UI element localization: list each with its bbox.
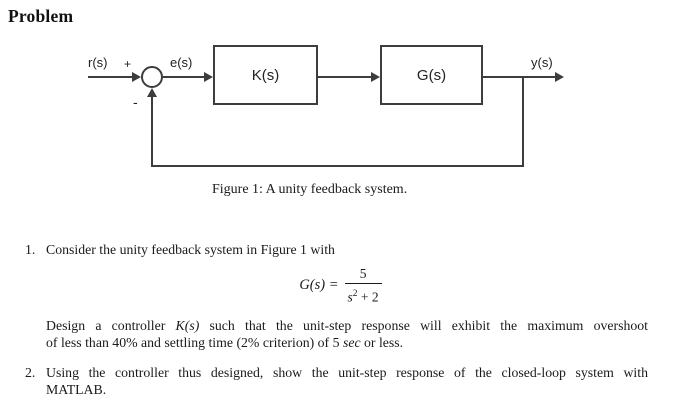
minus-sign-label: - (133, 94, 138, 110)
equation-denominator: s2 + 2 (345, 286, 382, 306)
equation-fraction: 5 s2 + 2 (344, 266, 382, 306)
fraction-bar (344, 283, 382, 284)
input-arrowhead-icon (132, 72, 141, 82)
item1-number: 1. (25, 242, 36, 257)
plant-block-label: G(s) (416, 66, 447, 84)
controller-to-plant-arrowhead-icon (371, 72, 380, 82)
equation-g-of-s: G(s) = 5 s2 + 2 (0, 266, 681, 306)
denominator-variable: s (347, 289, 353, 305)
denominator-tail: + 2 (357, 289, 379, 305)
figure-caption: Figure 1: A unity feedback system. (212, 182, 408, 197)
design-line2-seg1: of less than 40% and settling time (2% c… (46, 335, 343, 350)
equation-lhs: G(s) = (299, 277, 339, 294)
sum-to-controller-arrowhead-icon (204, 72, 213, 82)
controller-to-plant-line (318, 76, 372, 78)
feedback-return-line (151, 96, 153, 166)
item2-line2: MATLAB. (46, 382, 107, 397)
error-signal-label: e(s) (170, 55, 193, 70)
sum-to-controller-line (163, 76, 205, 78)
output-arrowhead-icon (555, 72, 564, 82)
feedback-arrowhead-icon (147, 88, 157, 97)
design-sec-italic: sec (342, 335, 361, 350)
summing-junction (141, 66, 163, 88)
design-seg1: Design a controller (46, 318, 176, 333)
design-seg3: such that the unit-step response will ex… (199, 318, 648, 333)
design-line2-seg3: or less. (360, 335, 404, 350)
design-paragraph-line1: Design a controller K(s) such that the u… (46, 317, 648, 334)
plant-output-line (483, 76, 556, 78)
plus-sign-label: + (124, 57, 132, 71)
controller-block: K(s) (213, 45, 318, 105)
denominator-exponent: 2 (352, 289, 358, 299)
plant-block: G(s) (380, 45, 483, 105)
design-paragraph-line2: of less than 40% and settling time (2% c… (46, 334, 403, 351)
feedback-bottom-line (151, 165, 524, 167)
input-signal-label: r(s) (88, 55, 108, 70)
item2-line1: Using the controller thus designed, show… (46, 365, 648, 380)
input-arrow-line (88, 76, 134, 78)
item1-text: Consider the unity feedback system in Fi… (46, 242, 335, 257)
equation-numerator: 5 (359, 266, 367, 281)
output-signal-label: y(s) (531, 55, 553, 70)
item2-number: 2. (25, 365, 36, 380)
design-controller-math: K(s) (175, 318, 200, 333)
controller-block-label: K(s) (251, 66, 280, 84)
page-title: Problem (8, 6, 74, 26)
feedback-takeoff-line (522, 77, 524, 167)
